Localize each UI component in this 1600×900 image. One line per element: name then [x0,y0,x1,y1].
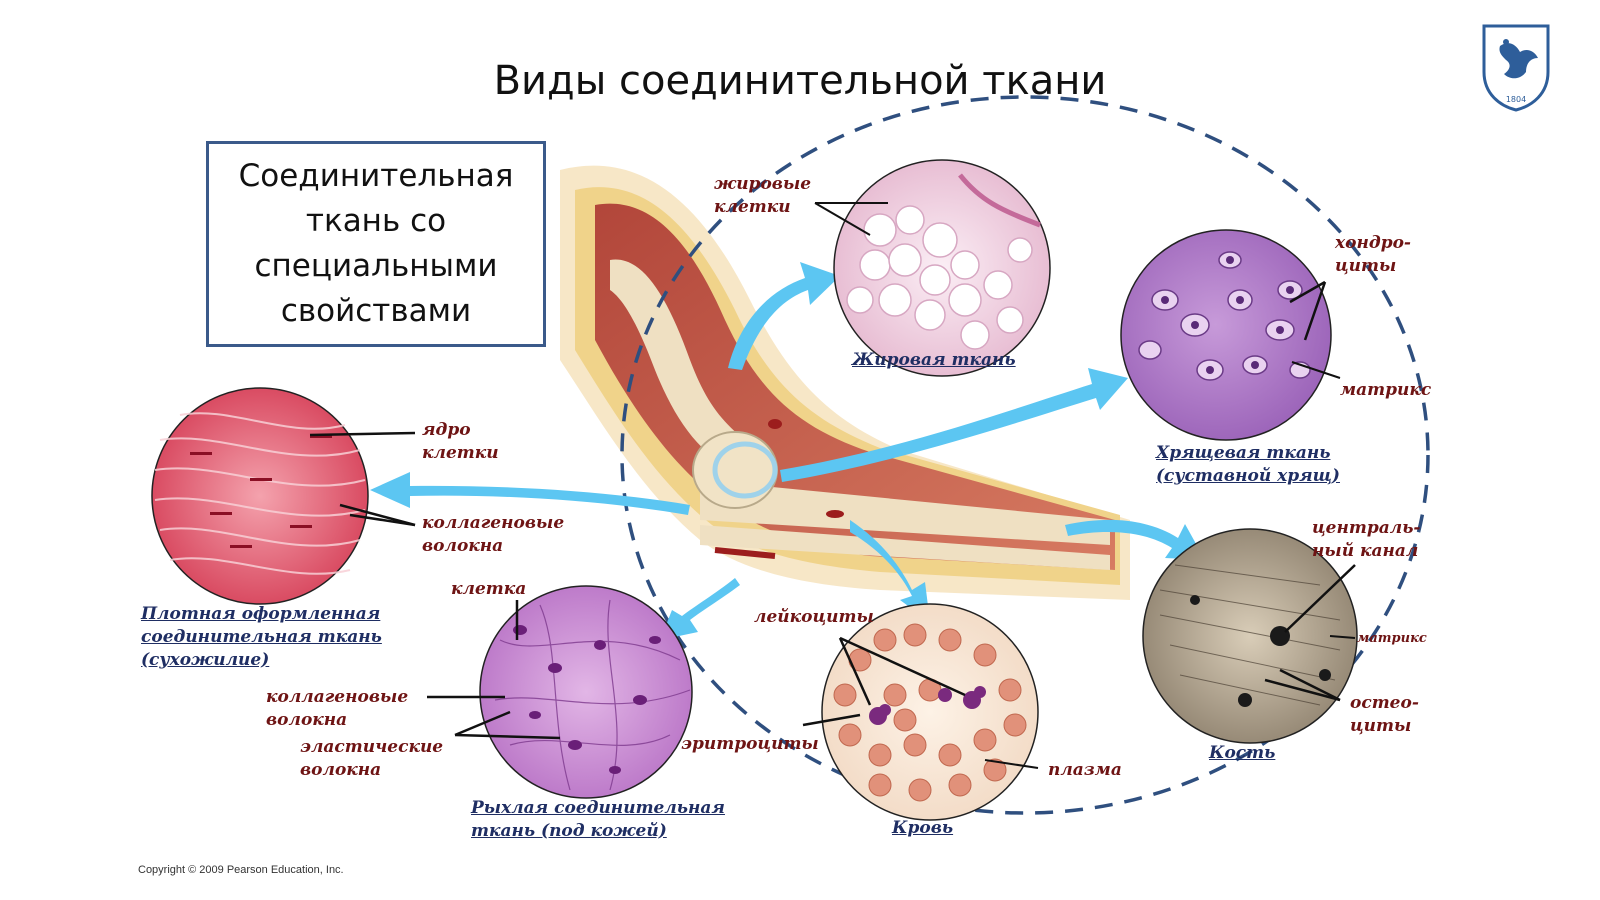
caption-loose: Рыхлая соединительная ткань (под кожей) [471,798,725,841]
dense-tissue-micrograph [151,387,416,605]
label-central-canal: централь- ный канал [1312,518,1421,561]
arrow-to-cartilage [780,368,1128,482]
label-cartilage-matrix: матрикс [1340,380,1432,400]
label-dense-collagen: коллагеновые волокна [422,513,565,556]
label-chondrocytes: хондро- циты [1335,233,1411,276]
caption-dense: Плотная оформленная соединительная ткань… [141,604,382,670]
logo-year: 1804 [1506,95,1526,104]
arrow-to-adipose [728,262,840,370]
label-loose-cell: клетка [451,579,527,599]
arrow-to-loose [660,578,740,640]
caption-blood: Кровь [892,818,954,838]
callout-text: Соединительная ткань со специальными сво… [238,158,514,329]
label-osteocytes: остео- циты [1350,693,1419,736]
arm-illustration [560,165,1130,600]
arrow-to-bone [1065,519,1205,560]
special-tissue-ellipse [620,95,1430,815]
caption-bone: Кость [1209,743,1276,763]
blood-micrograph [802,603,1039,821]
label-loose-collagen: коллагеновые волокна [266,687,409,730]
copyright-text: Copyright © 2009 Pearson Education, Inc. [138,864,344,876]
caption-adipose: Жировая ткань [852,350,1016,370]
label-erythrocytes: эритроциты [681,734,819,754]
label-plasma: плазма [1048,760,1122,780]
loose-tissue-micrograph [427,585,693,799]
bone-micrograph [1142,528,1358,744]
adipose-micrograph [814,159,1051,377]
university-logo: 1804 [1482,24,1550,112]
label-leukocytes: лейкоциты [754,607,874,627]
label-bone-matrix: матрикс [1357,631,1427,646]
arrow-to-dense [370,472,690,515]
arrow-to-blood [850,520,930,622]
cartilage-micrograph [1120,229,1341,441]
label-cell-nucleus: ядро клетки [422,420,499,463]
label-fat-cells: жировые клетки [714,174,812,217]
label-loose-elastic: эластические волокна [300,737,444,780]
callout-box: Соединительная ткань со специальными сво… [206,141,546,347]
arrows [370,262,1205,640]
caption-cartilage: Хрящевая ткань (суставной хрящ) [1156,443,1340,486]
